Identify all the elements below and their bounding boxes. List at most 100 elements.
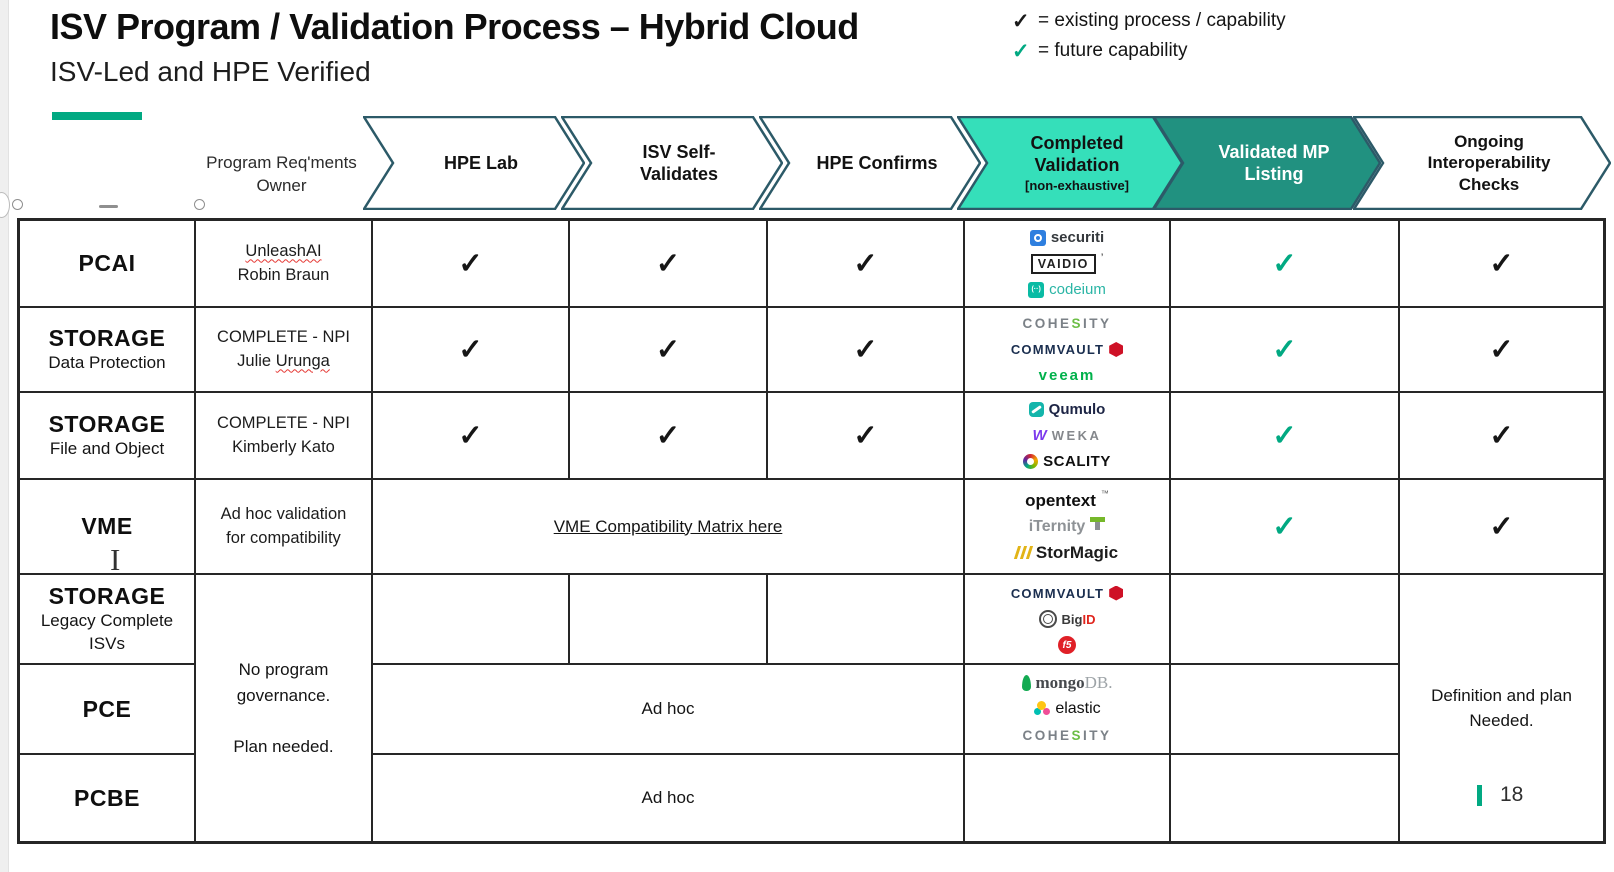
cell-pcai-owner: UnleashAI Robin Braun [195, 220, 372, 307]
cell-pcbe-mp-empty [1170, 754, 1399, 842]
left-edge-strip [0, 0, 9, 872]
column-header-owner: Program Req'ments Owner [206, 153, 357, 195]
cell-pcbe-program: PCBE [19, 754, 195, 842]
bigid-fingerprint-icon [1038, 610, 1057, 628]
qumulo-icon [1028, 402, 1044, 417]
cell-vme-owner: Ad hoc validation for compatibility [195, 479, 372, 574]
vme-compatibility-matrix-link[interactable]: VME Compatibility Matrix here [553, 516, 783, 536]
elastic-logo: elastic [1033, 698, 1101, 721]
legend: ✓ = existing process / capability ✓ = fu… [1012, 6, 1286, 66]
shape-handle-dash [99, 205, 118, 208]
page-number: 18 [1500, 783, 1524, 806]
shape-handle-right [194, 199, 205, 210]
completed-validation-label: Completed Validation [1030, 132, 1124, 176]
stage-chevron-hpe-lab: HPE Lab [363, 116, 585, 210]
cell-definition-merged: Definition and plan Needed. [1399, 574, 1604, 842]
check-vme-mp-listing: ✓ [1170, 479, 1399, 574]
mongodb-leaf-icon [1021, 675, 1031, 691]
iternity-icon [1090, 517, 1106, 531]
page-number-accent-bar [1477, 785, 1482, 806]
logos-storage-legacy: COMMVAULT BigID f5 [964, 574, 1170, 664]
cell-governance-merged: No program governance. Plan needed. [195, 574, 372, 842]
cell-pcbe-logos-empty [964, 754, 1170, 842]
shape-handle-left [12, 199, 23, 210]
logos-pcai: securiti VAIDIO’ (··)codeium [964, 220, 1170, 307]
f5-icon: f5 [1058, 636, 1076, 654]
cell-storage-dp-program: STORAGE Data Protection [19, 307, 195, 392]
owner-urunga: Urunga [275, 351, 330, 370]
f5-logo: f5 [1058, 634, 1076, 657]
cell-storage-legacy-hpe-confirms-empty [767, 574, 964, 664]
codeium-logo: (··)codeium [1028, 278, 1106, 301]
commvault-icon [1109, 585, 1124, 601]
cell-pce-mp-empty [1170, 664, 1399, 754]
stage-chevron-validated-mp-listing: Validated MP Listing [1153, 116, 1381, 210]
check-storage-fo-hpe-lab: ✓ [372, 392, 569, 479]
commvault-icon [1109, 342, 1124, 357]
owner-robin-braun: Robin Braun [237, 265, 330, 284]
brand-accent-bar [52, 112, 142, 120]
cohesity-logo: COHESITY [1022, 727, 1112, 743]
owner-unleashai: UnleashAI [245, 241, 322, 260]
check-pcai-ongoing: ✓ [1399, 220, 1604, 307]
check-storage-dp-ongoing: ✓ [1399, 307, 1604, 392]
cell-vme-program: VME [19, 479, 195, 574]
cell-storage-legacy-mp-empty [1170, 574, 1399, 664]
check-pcai-hpe-lab: ✓ [372, 220, 569, 307]
cell-pce-program: PCE [19, 664, 195, 754]
commvault-logo: COMMVAULT [1011, 582, 1124, 605]
stage-chevron-ongoing-interop: Ongoing Interoperability Checks [1353, 116, 1611, 210]
cell-pce-adhoc: Ad hoc [372, 664, 964, 754]
stage-chevron-hpe-confirms: HPE Confirms [759, 116, 981, 210]
iternity-logo: iTernity [1029, 515, 1106, 538]
logos-storage-dp: COHESITY COMMVAULT veeam [964, 307, 1170, 392]
check-pcai-self-validates: ✓ [569, 220, 767, 307]
black-check-icon: ✓ [1012, 9, 1030, 33]
stage-chevron-completed-validation: Completed Validation[non-exhaustive] [957, 116, 1183, 210]
check-pcai-mp-listing: ✓ [1170, 220, 1399, 307]
bigid-logo: BigID [1038, 608, 1095, 631]
check-vme-ongoing: ✓ [1399, 479, 1604, 574]
securiti-logo: securiti [1029, 226, 1104, 249]
elastic-icon [1033, 701, 1050, 717]
cohesity-logo: COHESITY [1022, 316, 1112, 331]
check-storage-fo-ongoing: ✓ [1399, 392, 1604, 479]
green-check-icon: ✓ [1012, 39, 1030, 63]
commvault-logo: COMMVAULT [1011, 338, 1124, 361]
page-subtitle: ISV-Led and HPE Verified [50, 56, 371, 87]
check-pcai-hpe-confirms: ✓ [767, 220, 964, 307]
cell-pcbe-adhoc: Ad hoc [372, 754, 964, 842]
check-storage-fo-self-validates: ✓ [569, 392, 767, 479]
cell-pcai-program: PCAI [19, 220, 195, 307]
vaidio-logo: VAIDIO’ [1030, 252, 1103, 275]
stormagic-logo: StorMagic [1013, 541, 1118, 564]
cell-storage-legacy-hpe-lab-empty [372, 574, 569, 664]
completed-validation-sub: [non-exhaustive] [1024, 177, 1129, 193]
scality-icon [1023, 454, 1039, 469]
weka-icon: W [1032, 427, 1047, 444]
logos-pce: mongoDB. elastic COHESITY [964, 664, 1170, 754]
securiti-icon [1029, 229, 1046, 246]
cell-storage-fo-program: STORAGE File and Object [19, 392, 195, 479]
text-cursor-icon: I [110, 542, 121, 577]
validation-table: PCAI UnleashAI Robin Braun ✓ ✓ ✓ securiti… [17, 218, 1606, 844]
scality-logo: SCALITY [1023, 450, 1111, 473]
legend-existing-label: = existing process / capability [1038, 10, 1286, 31]
codeium-icon: (··) [1028, 281, 1045, 298]
qumulo-logo: Qumulo [1028, 398, 1105, 421]
check-storage-dp-hpe-confirms: ✓ [767, 307, 964, 392]
cell-vme-compatibility-link: VME Compatibility Matrix here [372, 479, 964, 574]
veeam-logo: veeam [1038, 367, 1096, 384]
check-storage-dp-mp-listing: ✓ [1170, 307, 1399, 392]
legend-future: ✓ = future capability [1012, 36, 1286, 66]
mongodb-logo: mongoDB. [1021, 672, 1113, 695]
stormagic-icon [1013, 546, 1022, 559]
legend-existing: ✓ = existing process / capability [1012, 6, 1286, 36]
